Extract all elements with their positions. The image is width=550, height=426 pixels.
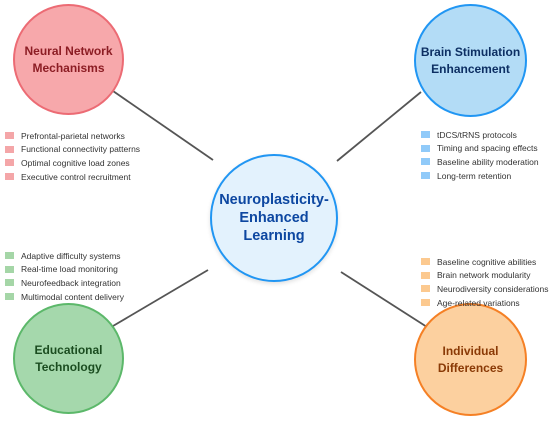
bullet-square-icon: [5, 132, 14, 140]
center-node: Neuroplasticity- Enhanced Learning: [210, 154, 338, 282]
list-item-text: Multimodal content delivery: [21, 291, 124, 302]
center-label-line: Learning: [243, 228, 305, 245]
list-item-text: Long-term retention: [437, 170, 512, 181]
connector-top-left: [112, 90, 214, 161]
bullet-square-icon: [5, 159, 14, 167]
node-label-line: Brain Stimulation: [420, 45, 521, 60]
list-item-text: Neurofeedback integration: [21, 277, 121, 288]
list-item-text: Baseline ability moderation: [437, 156, 539, 167]
node-label: Brain Stimulation Enhancement: [421, 44, 520, 76]
brain-stimulation-item-list: tDCS/tRNS protocols Timing and spacing e…: [421, 128, 539, 182]
connector-top-right: [336, 91, 422, 162]
bullet-square-icon: [421, 158, 430, 166]
node-label-line: Technology: [35, 359, 102, 374]
list-item-text: Timing and spacing effects: [437, 143, 538, 154]
center-label-line: Enhanced: [239, 209, 309, 226]
node-label-line: Individual: [442, 344, 499, 359]
bullet-square-icon: [5, 293, 14, 301]
individual-differences-node: Individual Differences: [414, 303, 527, 416]
educational-technology-item-list: Adaptive difficulty systems Real-time lo…: [5, 249, 124, 303]
bullet-square-icon: [5, 173, 14, 181]
node-label-line: Differences: [437, 360, 504, 375]
neural-network-item-list: Prefrontal-parietal networks Functional …: [5, 129, 140, 183]
list-item-text: Brain network modularity: [437, 270, 531, 281]
list-item: Multimodal content delivery: [5, 290, 124, 304]
list-item-text: Functional connectivity patterns: [21, 144, 141, 155]
bullet-square-icon: [5, 252, 14, 260]
bullet-square-icon: [5, 145, 14, 153]
brain-stimulation-node: Brain Stimulation Enhancement: [414, 4, 527, 117]
bullet-square-icon: [5, 279, 14, 287]
bullet-square-icon: [421, 299, 430, 307]
list-item: tDCS/tRNS protocols: [421, 128, 539, 142]
list-item: Neurodiversity considerations: [421, 282, 549, 296]
list-item-text: Age-related variations: [437, 297, 520, 308]
list-item-text: Neurodiversity considerations: [437, 283, 549, 294]
list-item: Real-time load monitoring: [5, 263, 124, 277]
list-item: Baseline ability moderation: [421, 155, 539, 169]
bullet-square-icon: [421, 271, 430, 279]
list-item-text: tDCS/tRNS protocols: [437, 129, 517, 140]
center-label: Neuroplasticity- Enhanced Learning: [219, 191, 329, 245]
bullet-square-icon: [421, 258, 430, 266]
node-label: Educational Technology: [34, 342, 102, 374]
list-item: Executive control recruitment: [5, 170, 140, 184]
list-item-text: Executive control recruitment: [21, 171, 131, 182]
list-item: Age-related variations: [421, 296, 549, 310]
node-label: Neural Network Mechanisms: [24, 43, 112, 75]
individual-differences-item-list: Baseline cognitive abilities Brain netwo…: [421, 255, 549, 309]
list-item-text: Baseline cognitive abilities: [437, 256, 537, 267]
list-item-text: Optimal cognitive load zones: [21, 157, 130, 168]
list-item: Baseline cognitive abilities: [421, 255, 549, 269]
node-label-line: Enhancement: [431, 61, 510, 76]
bullet-square-icon: [421, 131, 430, 139]
list-item-text: Adaptive difficulty systems: [21, 250, 121, 261]
list-item: Long-term retention: [421, 169, 539, 183]
node-label-line: Mechanisms: [32, 60, 105, 75]
bullet-square-icon: [421, 285, 430, 293]
neural-network-node: Neural Network Mechanisms: [13, 4, 124, 115]
list-item: Timing and spacing effects: [421, 142, 539, 156]
list-item: Prefrontal-parietal networks: [5, 129, 140, 143]
list-item: Neurofeedback integration: [5, 276, 124, 290]
list-item: Brain network modularity: [421, 269, 549, 283]
node-label-line: Educational: [34, 343, 103, 358]
center-label-line: Neuroplasticity-: [219, 191, 329, 208]
educational-technology-node: Educational Technology: [13, 303, 124, 414]
node-label: Individual Differences: [438, 343, 503, 375]
bullet-square-icon: [421, 172, 430, 180]
list-item-text: Real-time load monitoring: [21, 264, 118, 275]
node-label-line: Neural Network: [24, 44, 113, 59]
bullet-square-icon: [421, 144, 430, 152]
list-item-text: Prefrontal-parietal networks: [21, 130, 125, 141]
connector-bottom-left: [112, 269, 209, 327]
bullet-square-icon: [5, 265, 14, 273]
list-item: Optimal cognitive load zones: [5, 156, 140, 170]
list-item: Adaptive difficulty systems: [5, 249, 124, 263]
connector-bottom-right: [340, 271, 428, 328]
list-item: Functional connectivity patterns: [5, 143, 140, 157]
